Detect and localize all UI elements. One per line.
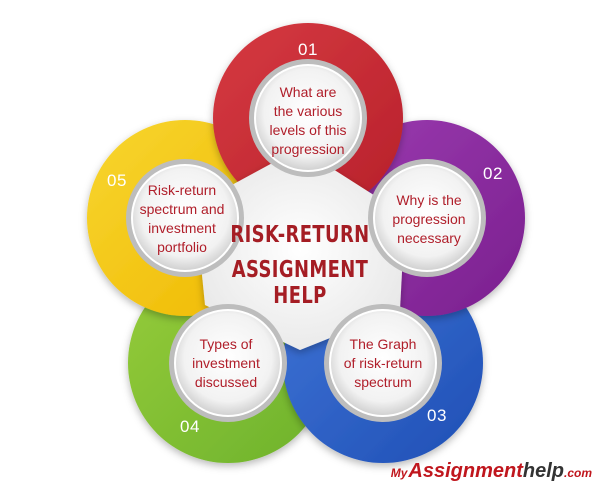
segment-04-number: 04 (180, 417, 200, 436)
inner-circle-04 (174, 309, 282, 417)
inner-circle-03 (329, 309, 437, 417)
inner-circle-01 (254, 64, 362, 172)
inner-circle-02 (373, 164, 481, 272)
inner-circle-05 (131, 164, 239, 272)
center-pentagon (195, 148, 405, 350)
segment-03-number: 03 (427, 406, 447, 425)
segment-05-number: 05 (107, 171, 127, 190)
center-title-line1: RISK-RETURN (230, 222, 370, 248)
center-title-line2: ASSIGNMENT HELP (231, 257, 369, 309)
segment-02-number: 02 (483, 164, 503, 183)
segment-01-number: 01 (298, 40, 318, 59)
